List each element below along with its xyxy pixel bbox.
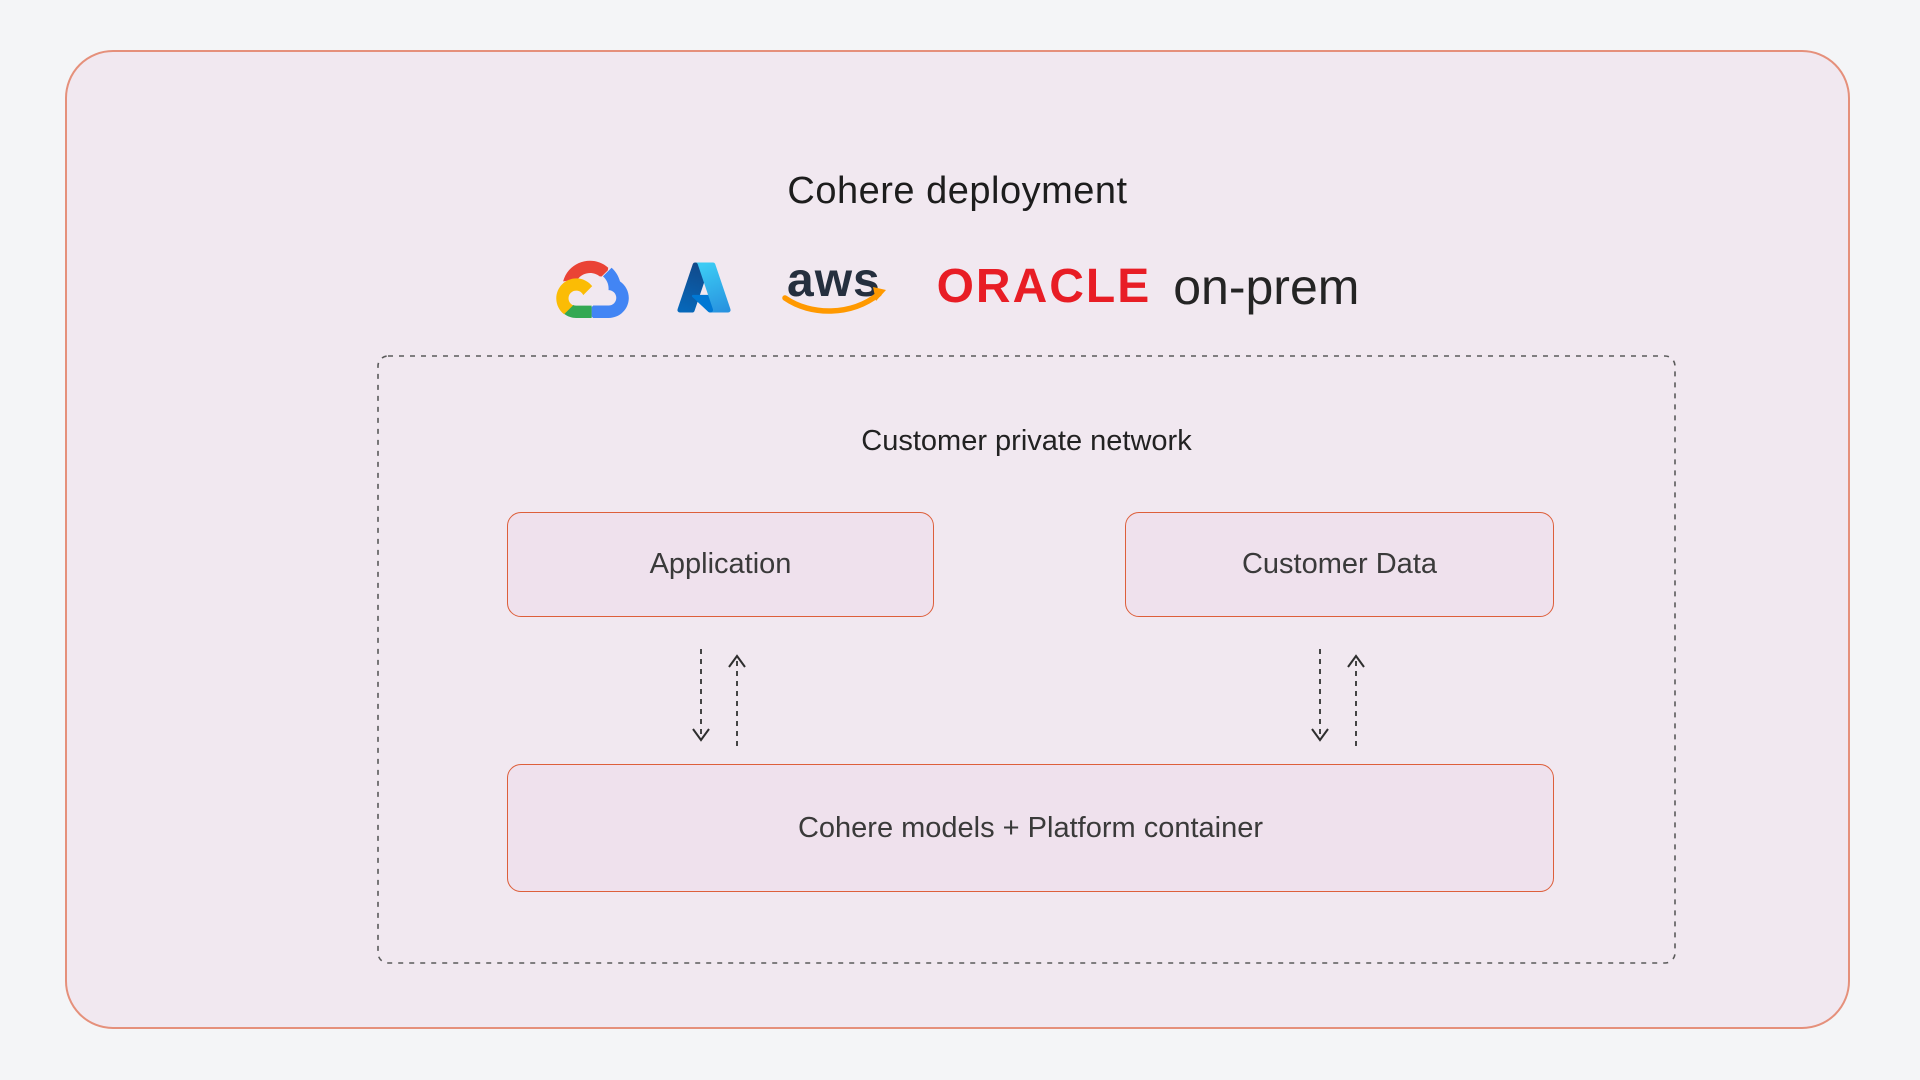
platform-container-label: Cohere models + Platform container [797,811,1264,844]
dashed-border [377,355,1676,964]
customer-private-network-box: Customer private network Application Cus… [377,355,1676,964]
customer-data-label: Customer Data [1241,548,1437,580]
deployment-frame: Cohere deployment aws [65,50,1850,1029]
bidirectional-arrows-left [692,649,746,747]
application-label: Application [649,548,792,580]
bidirectional-arrows-right [1311,649,1365,747]
platform-container-node: Cohere models + Platform container [507,764,1554,892]
azure-icon [676,261,731,313]
oracle-logo: ORACLE [936,260,1152,313]
page-title: Cohere deployment [787,170,1128,212]
aws-icon: aws [781,256,886,314]
customer-data-node: Customer Data [1125,512,1554,617]
google-cloud-icon [555,260,629,318]
aws-wordmark: aws [787,256,881,307]
oracle-onprem-group: ORACLE on-prem [937,262,1360,312]
application-node: Application [507,512,934,617]
on-prem-label: on-prem [1173,259,1360,315]
network-label: Customer private network [861,425,1192,457]
cloud-provider-logos: aws ORACLE on-prem [67,252,1848,322]
